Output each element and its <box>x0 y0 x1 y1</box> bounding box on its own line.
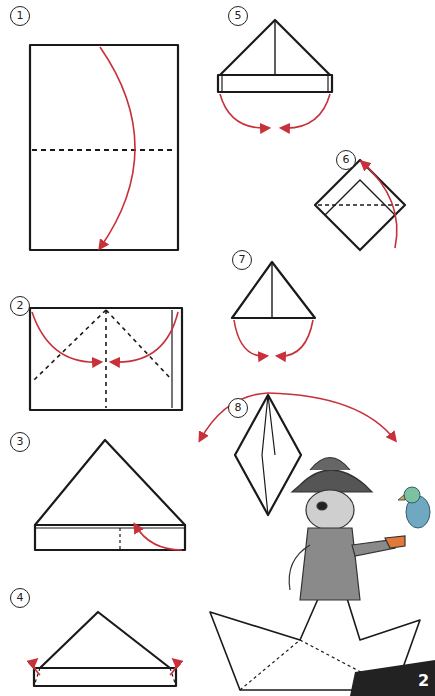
step-number: 6 <box>336 150 356 170</box>
step-number: 5 <box>228 6 248 26</box>
step-number: 1 <box>10 6 30 26</box>
step-number: 8 <box>228 398 248 418</box>
step-number: 2 <box>10 296 30 316</box>
step-number: 7 <box>232 250 252 270</box>
step-number: 4 <box>10 588 30 608</box>
step-number: 3 <box>10 432 30 452</box>
page-number: 2 <box>418 672 429 690</box>
